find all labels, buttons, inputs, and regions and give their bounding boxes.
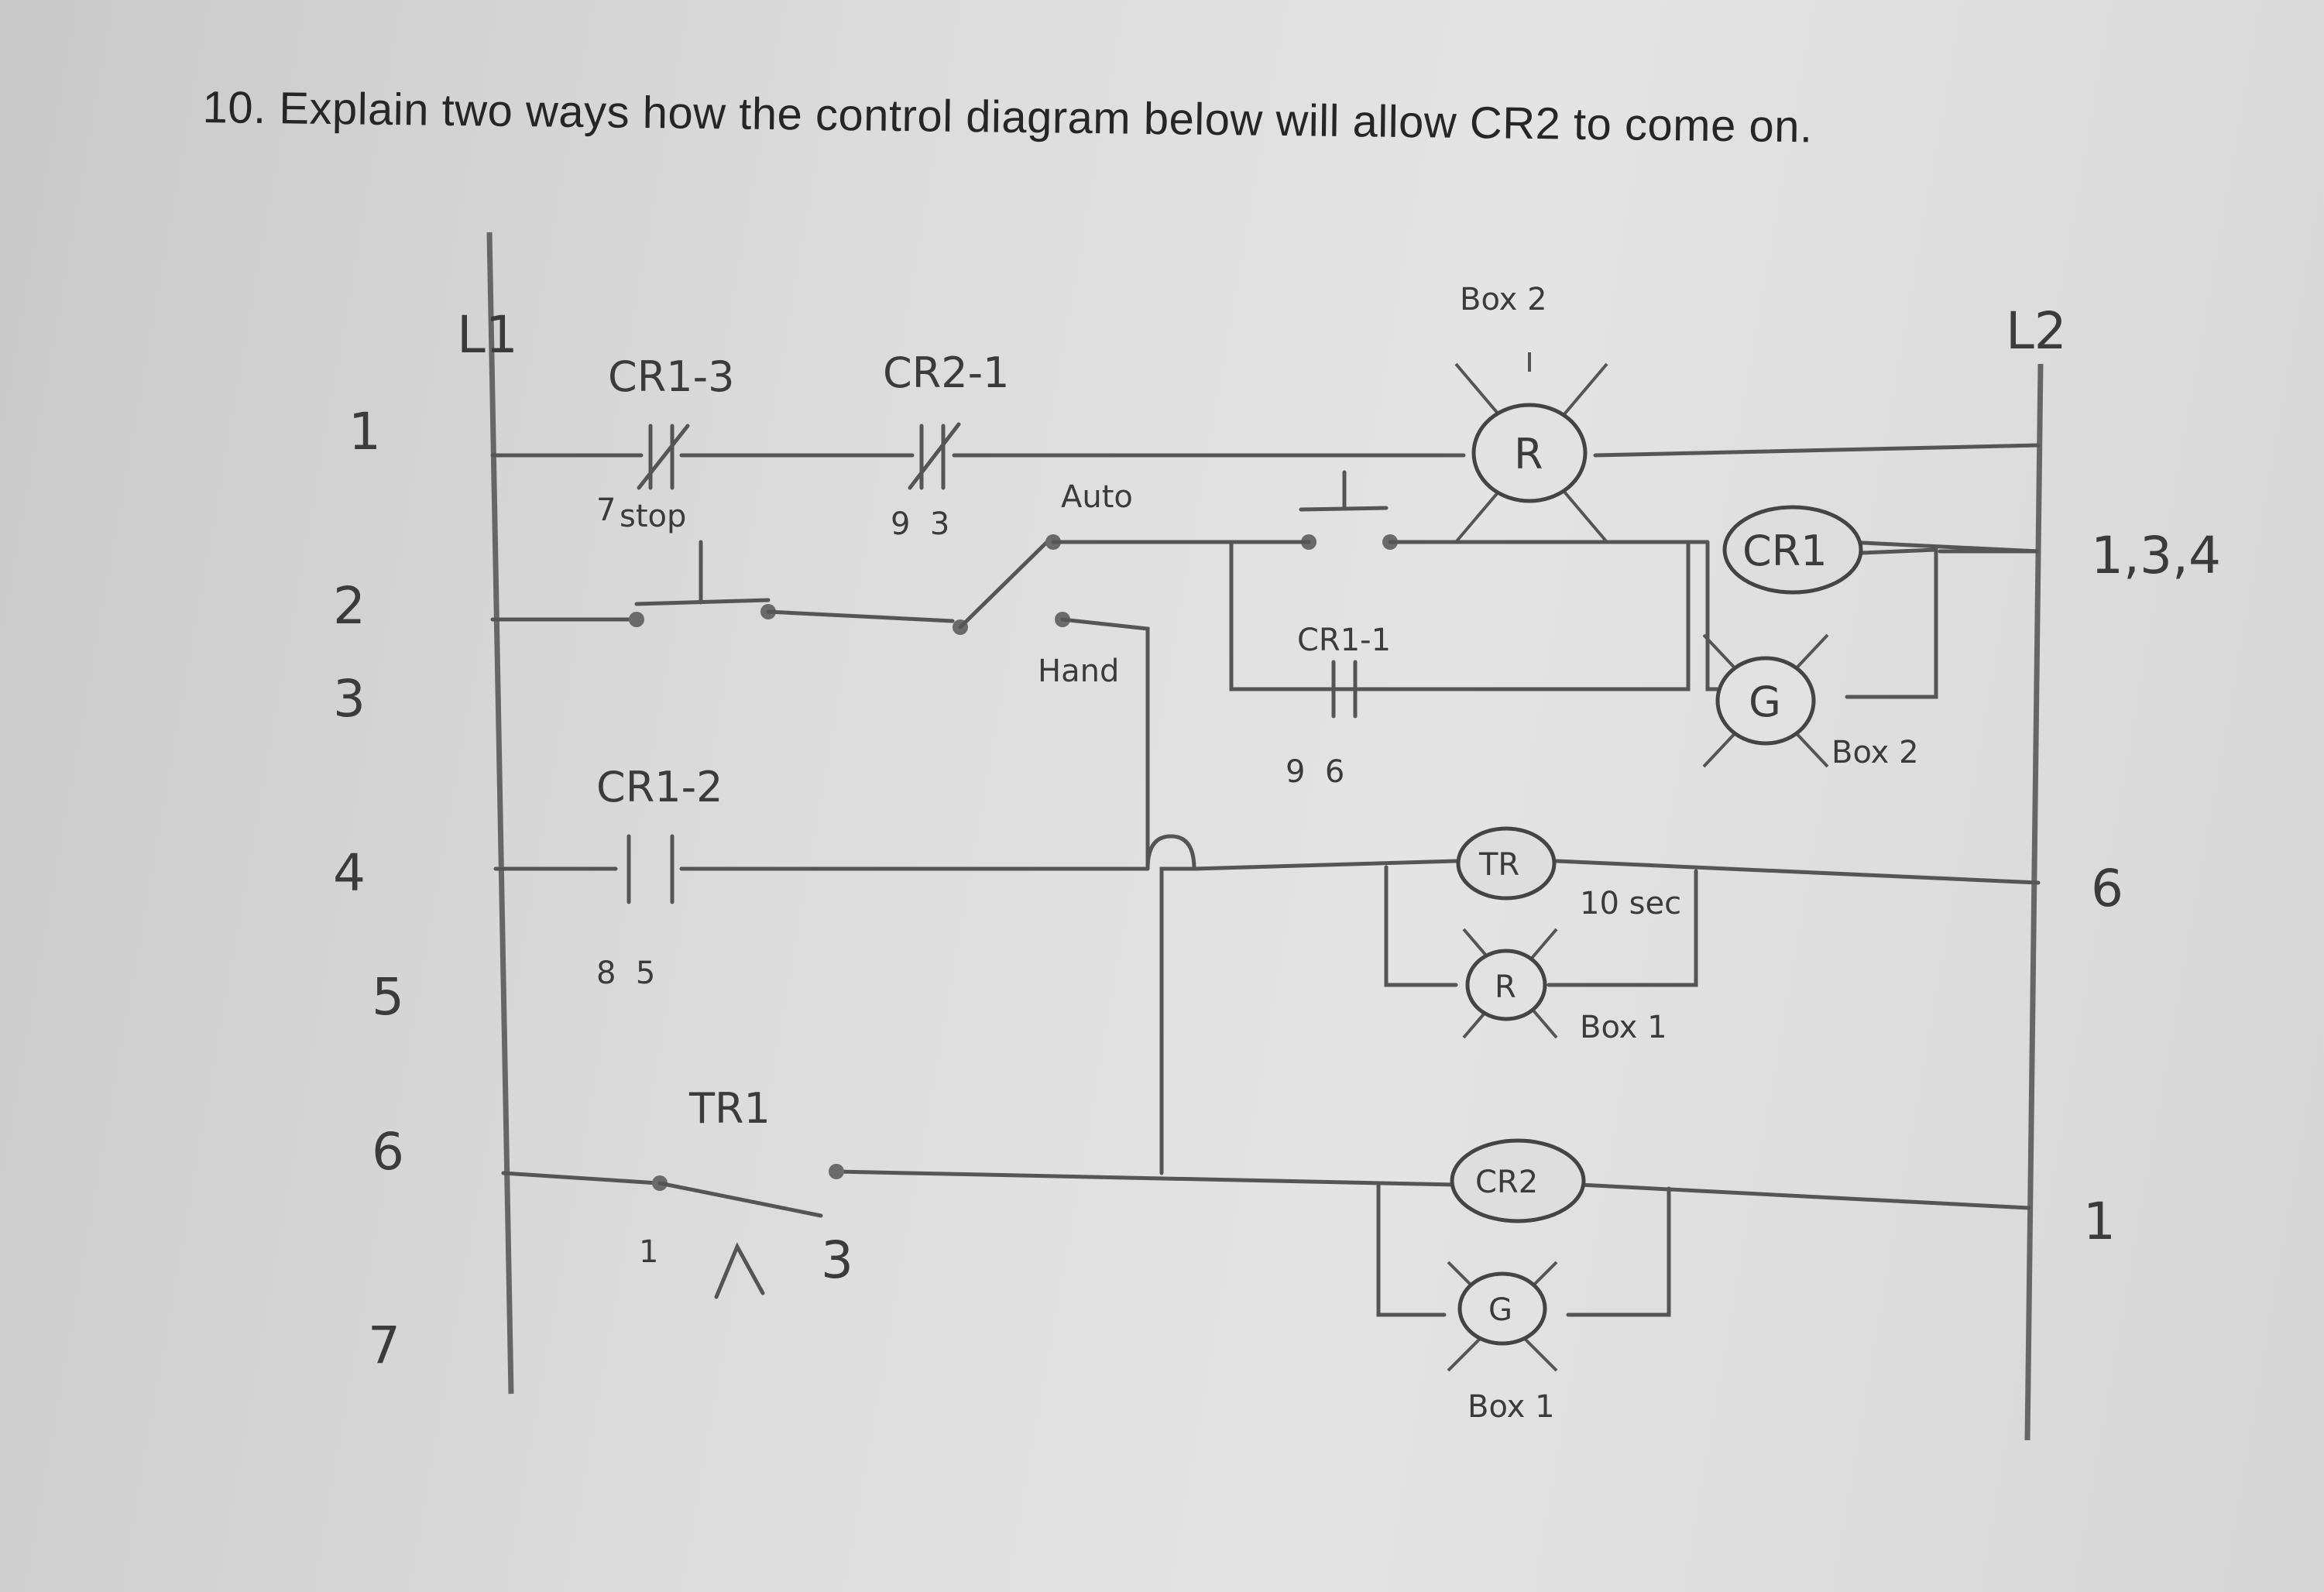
contact-cr1-3-label: CR1-3 [608,352,734,401]
rung-2-seal-wire [1229,540,1691,691]
coil-cr1 [1722,505,1863,595]
selector-auto-label: Auto [1061,479,1133,515]
lamp-r-box1 [1462,928,1558,1039]
line-number-1: 1 [348,402,381,461]
tr-time-label: 10 sec [1580,886,1681,921]
contact-tr1 [652,1164,844,1299]
selector-hand-label: Hand [1038,654,1119,689]
tr-references: 6 [2091,859,2123,918]
stop-label: stop [620,499,686,534]
lamp-r-box2 [1454,352,1608,544]
coil-tr [1456,826,1557,901]
rung-7-branch [1376,1182,1671,1317]
lamp-r-box1-letter: R [1495,969,1516,1005]
contact-cr1-2-wires: 8 5 [596,956,655,991]
selector-switch [953,534,1234,635]
rail-label-l1: L1 [457,305,518,365]
rail-label-l2: L2 [2006,301,2067,361]
right-rail [2024,363,2044,1441]
lamp-g-box1 [1447,1261,1558,1372]
lamp-g-box2-letter: G [1749,678,1781,726]
lamp-r-box2-label: Box 2 [1460,282,1547,317]
coil-cr2 [1450,1138,1586,1223]
lamp-r-box2-letter: R [1514,430,1543,479]
contact-cr2-1-wires: 9 3 [891,506,949,542]
line-number-2: 2 [333,576,366,636]
contact-cr1-1 [1331,660,1358,719]
coil-cr2-label: CR2 [1475,1165,1538,1200]
left-rail [486,232,514,1395]
rung-1-wire [490,443,2041,458]
lamp-g-box1-letter: G [1488,1292,1512,1328]
rung-2-load-wire [1686,540,2039,699]
cr1-references: 1,3,4 [2091,526,2221,585]
cr2-references: 1 [2083,1192,2116,1251]
stop-pushbutton [490,540,776,627]
line-number-6: 6 [372,1122,404,1182]
contact-cr1-2 [626,834,675,904]
coil-cr1-label: CR1 [1742,527,1828,575]
contact-tr1-label: TR1 [688,1084,771,1133]
contact-tr1-right: 3 [821,1230,853,1290]
lamp-g-box2 [1702,633,1829,768]
rung-5-branch [1384,865,1698,987]
lamp-r-box1-label: Box 1 [1580,1010,1667,1045]
contact-cr1-3 [637,424,690,490]
lamp-g-box2-label: Box 2 [1831,735,1919,770]
stop-ref: 7 [596,492,616,528]
contact-tr1-left: 1 [639,1234,658,1270]
line-number-7: 7 [368,1316,400,1375]
contact-cr2-1-label: CR2-1 [883,348,1009,397]
lamp-g-box1-label: Box 1 [1468,1389,1555,1425]
rung-2-wire [766,609,955,623]
contact-cr1-2-label: CR1-2 [596,763,723,811]
contact-cr2-1 [908,422,961,490]
coil-tr-label: TR [1478,847,1519,883]
rung-6-wire [501,1169,2031,1210]
line-number-4: 4 [333,843,366,903]
line-number-5: 5 [372,967,404,1027]
contact-cr1-1-wires: 9 6 [1286,754,1344,790]
hand-wire [1060,617,1196,1175]
rung-4-wire [493,859,2041,885]
contact-cr1-1-label: CR1-1 [1297,623,1391,658]
start-pushbutton [1299,470,1398,550]
line-number-3: 3 [333,669,366,729]
